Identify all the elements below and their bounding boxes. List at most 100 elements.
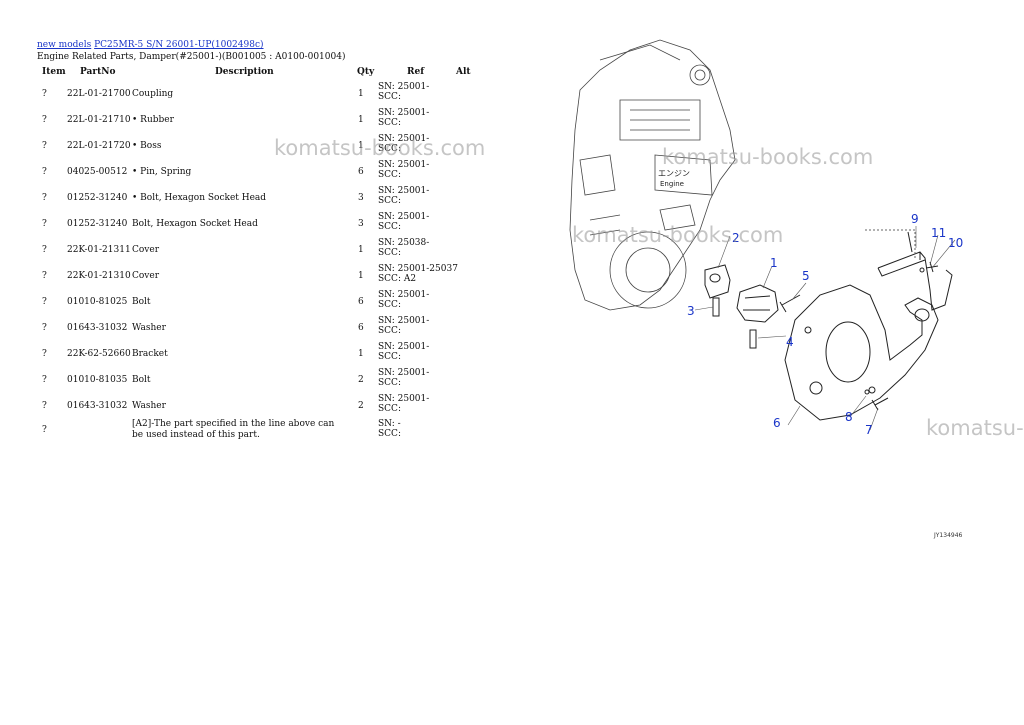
table-row: ? 01252-31240 • Bolt, Hexagon Socket Hea… bbox=[0, 186, 500, 212]
callout-7: 7 bbox=[865, 423, 873, 437]
breadcrumb: new models PC25MR-5 S/N 26001-UP(1002498… bbox=[37, 40, 264, 50]
cell-qty: 2 bbox=[358, 401, 364, 411]
callout-5: 5 bbox=[802, 269, 810, 283]
washer-11 bbox=[919, 267, 925, 273]
cell-qty: 3 bbox=[358, 219, 364, 229]
cell-description: Washer bbox=[132, 401, 166, 411]
ref-sn: SN: 25001- bbox=[378, 342, 430, 352]
ref-sn: SN: 25001- bbox=[378, 160, 430, 170]
coupling-boss bbox=[704, 264, 731, 299]
cell-qty: 1 bbox=[358, 349, 364, 359]
cell-note: [A2]-The part specified in the line abov… bbox=[132, 419, 335, 440]
cell-item: ? bbox=[42, 141, 47, 151]
cell-description: • Bolt, Hexagon Socket Head bbox=[132, 193, 267, 203]
ref-sn: SN: - bbox=[378, 419, 401, 429]
ref-scc: SCC: A2 bbox=[378, 274, 417, 284]
cell-item: ? bbox=[42, 193, 47, 203]
cell-partno: 01643-31032 bbox=[67, 401, 128, 411]
ref-sn: SN: 25001- bbox=[378, 186, 430, 196]
cell-item: ? bbox=[42, 349, 47, 359]
table-row: ? 01010-81035 Bolt 2 SN: 25001-SCC: bbox=[0, 368, 500, 394]
cell-ref: SN: 25001-SCC: bbox=[378, 212, 429, 232]
ref-sn: SN: 25001- bbox=[378, 316, 430, 326]
ref-sn: SN: 25001- bbox=[378, 368, 430, 378]
cell-description: Cover bbox=[132, 245, 160, 255]
callout-4: 4 bbox=[786, 335, 794, 349]
ref-scc: SCC: bbox=[378, 118, 401, 128]
col-header-ref: Ref bbox=[407, 67, 425, 77]
ref-sn: SN: 25001- bbox=[378, 394, 430, 404]
ref-scc: SCC: bbox=[378, 196, 401, 206]
cell-description: Coupling bbox=[132, 89, 174, 99]
cell-ref: SN: -SCC: bbox=[378, 419, 401, 439]
cell-description: Washer bbox=[132, 323, 166, 333]
bolt-5 bbox=[779, 294, 801, 313]
callout-8: 8 bbox=[845, 410, 853, 424]
cell-qty: 1 bbox=[358, 115, 364, 125]
cell-description: • Rubber bbox=[132, 115, 174, 125]
cell-ref: SN: 25001-SCC: bbox=[378, 108, 429, 128]
cell-item: ? bbox=[42, 219, 47, 229]
cell-item: ? bbox=[42, 401, 47, 411]
rubber-coupling bbox=[736, 284, 779, 323]
ref-sn: SN: 25038- bbox=[378, 238, 430, 248]
breadcrumb-link-model[interactable]: PC25MR-5 S/N 26001-UP(1002498c) bbox=[94, 40, 264, 50]
cell-partno: 01252-31240 bbox=[67, 219, 128, 229]
ref-scc: SCC: bbox=[378, 352, 401, 362]
ref-scc: SCC: bbox=[378, 429, 401, 439]
ref-scc: SCC: bbox=[378, 144, 401, 154]
ref-scc: SCC: bbox=[378, 404, 401, 414]
cell-description: Cover bbox=[132, 271, 160, 281]
cell-item: ? bbox=[42, 89, 47, 99]
engine-block bbox=[569, 39, 736, 311]
cell-qty: 1 bbox=[358, 141, 364, 151]
cell-description: Bolt bbox=[132, 297, 151, 307]
spring-pin bbox=[712, 297, 720, 317]
table-row-note: ? [A2]-The part specified in the line ab… bbox=[0, 419, 500, 449]
callout-9: 9 bbox=[911, 212, 919, 226]
cell-partno: 04025-00512 bbox=[67, 167, 128, 177]
cell-ref: SN: 25001-SCC: bbox=[378, 368, 429, 388]
cell-ref: SN: 25001-SCC: bbox=[378, 82, 429, 102]
table-row: ? 01010-81025 Bolt 6 SN: 25001-SCC: bbox=[0, 290, 500, 316]
breadcrumb-link-new-models[interactable]: new models bbox=[37, 40, 92, 50]
cell-qty: 1 bbox=[358, 271, 364, 281]
cell-partno: 22L-01-21700 bbox=[67, 89, 131, 99]
cell-ref: SN: 25001-SCC: bbox=[378, 290, 429, 310]
page-subtitle: Engine Related Parts, Damper(#25001-)(B0… bbox=[37, 52, 346, 62]
col-header-alt: Alt bbox=[456, 67, 471, 77]
cell-qty: 6 bbox=[358, 297, 364, 307]
ref-scc: SCC: bbox=[378, 170, 401, 180]
cell-partno: 01010-81025 bbox=[67, 297, 128, 307]
cell-qty: 1 bbox=[358, 89, 364, 99]
ref-sn: SN: 25001- bbox=[378, 108, 430, 118]
flywheel-cover bbox=[784, 284, 939, 421]
callout-1: 1 bbox=[770, 256, 778, 270]
parts-diagram: エンジン Engine bbox=[569, 39, 963, 437]
cell-item: ? bbox=[42, 115, 47, 125]
ref-sn: SN: 25001- bbox=[378, 212, 430, 222]
cell-partno: 01010-81035 bbox=[67, 375, 128, 385]
cell-partno: 01252-31240 bbox=[67, 193, 128, 203]
cell-item: ? bbox=[42, 167, 47, 177]
ref-scc: SCC: bbox=[378, 248, 401, 258]
callout-10: 10 bbox=[948, 236, 963, 250]
ref-scc: SCC: bbox=[378, 92, 401, 102]
table-row: ? 22L-01-21700 Coupling 1 SN: 25001-SCC: bbox=[0, 82, 500, 108]
cell-qty: 3 bbox=[358, 193, 364, 203]
table-row: ? 01252-31240 Bolt, Hexagon Socket Head … bbox=[0, 212, 500, 238]
cell-description: Bolt bbox=[132, 375, 151, 385]
ref-sn: SN: 25001- bbox=[378, 82, 430, 92]
callout-3: 3 bbox=[687, 304, 695, 318]
cell-partno: 22K-62-52660 bbox=[67, 349, 131, 359]
cell-item: ? bbox=[42, 425, 47, 435]
cell-qty: 6 bbox=[358, 167, 364, 177]
bracket bbox=[877, 231, 953, 311]
ref-sn: SN: 25001-25037 bbox=[378, 264, 458, 274]
cell-qty: 1 bbox=[358, 245, 364, 255]
ref-scc: SCC: bbox=[378, 326, 401, 336]
bolt-7 bbox=[871, 397, 889, 411]
cell-item: ? bbox=[42, 245, 47, 255]
ref-sn: SN: 25001- bbox=[378, 290, 430, 300]
